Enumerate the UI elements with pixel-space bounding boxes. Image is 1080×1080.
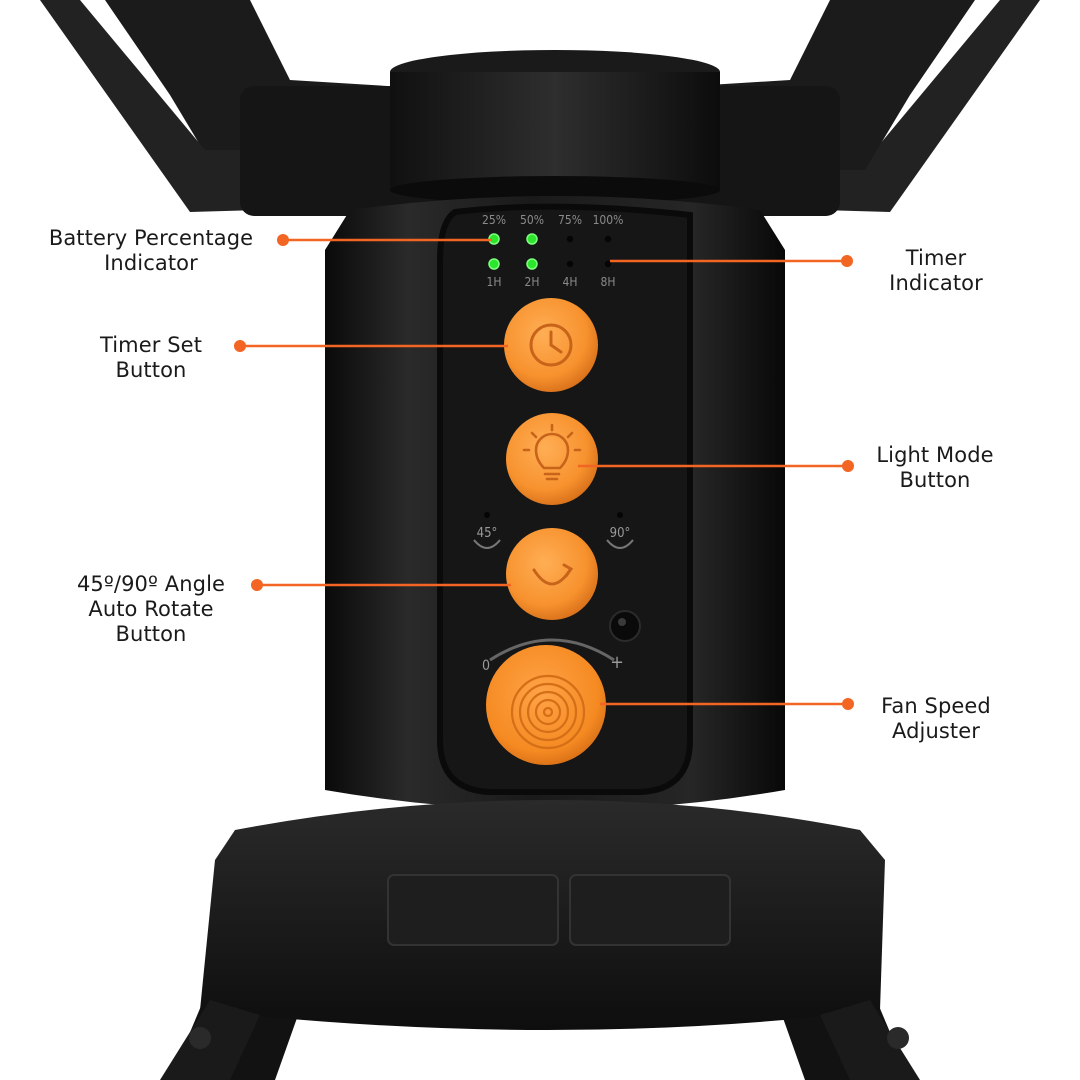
light-mode-callout-line2: Button	[899, 468, 971, 492]
angle-label-90: 90°	[610, 526, 631, 541]
timer-indicator-callout-line2: Indicator	[889, 271, 983, 295]
fan-speed-callout: Fan Speed Adjuster	[881, 694, 991, 744]
bulb-icon	[522, 423, 582, 481]
battery-led-row: 25% 50% 75% 100%	[482, 213, 624, 245]
angle-callout-line1: 45º/90º Angle	[76, 572, 226, 596]
tripod-base	[160, 800, 920, 1080]
concentric-rings-icon	[510, 674, 586, 750]
top-cap	[390, 50, 720, 204]
angle-callout-line3: Button	[115, 622, 187, 646]
timer-indicator-callout-line1: Timer	[905, 246, 967, 270]
timer-set-callout: Timer Set Button	[100, 333, 202, 383]
angle-callout-line2: Auto Rotate	[88, 597, 214, 621]
callout-lines	[234, 234, 854, 710]
angle-rotate-button[interactable]	[506, 528, 598, 620]
angle-indicator-90	[606, 512, 634, 549]
timer-label-0: 1H	[487, 275, 502, 289]
battery-led-3	[604, 235, 612, 243]
battery-callout-line2: Indicator	[104, 251, 198, 275]
battery-leader-dot	[277, 234, 289, 246]
timer-set-callout-line1: Timer Set	[99, 333, 203, 357]
timer-indicator-callout: Timer Indicator	[889, 246, 983, 296]
battery-callout: Battery Percentage Indicator	[49, 226, 253, 276]
battery-label-0: 25%	[482, 213, 506, 227]
fan-speed-leader-dot	[842, 698, 854, 710]
angle-label-45: 45°	[477, 526, 498, 541]
timer-label-2: 4H	[563, 275, 578, 289]
timer-set-button[interactable]	[504, 298, 598, 392]
timer-led-3	[604, 260, 612, 268]
angle-leader-dot	[251, 579, 263, 591]
light-mode-button[interactable]	[506, 413, 598, 505]
timer-led-0	[488, 258, 500, 270]
battery-led-1	[526, 233, 538, 245]
ir-sensor	[609, 610, 641, 642]
fan-speed-callout-line1: Fan Speed	[881, 694, 991, 718]
battery-label-3: 100%	[593, 213, 624, 227]
light-mode-callout: Light Mode Button	[876, 443, 993, 493]
battery-label-2: 75%	[558, 213, 582, 227]
battery-led-2	[566, 235, 574, 243]
clock-icon	[529, 323, 573, 367]
light-mode-leader-dot	[842, 460, 854, 472]
fan-speed-callout-line2: Adjuster	[892, 719, 980, 743]
timer-label-3: 8H	[601, 275, 616, 289]
angle-callout: 45º/90º Angle Auto Rotate Button	[77, 572, 225, 647]
speed-label-min: 0	[482, 658, 490, 674]
speed-label-max: +	[610, 652, 624, 673]
timer-indicator-leader-dot	[841, 255, 853, 267]
light-mode-callout-line1: Light Mode	[876, 443, 994, 467]
timer-led-2	[566, 260, 574, 268]
timer-label-1: 2H	[525, 275, 540, 289]
angle-indicator-45	[473, 512, 501, 549]
timer-set-callout-line2: Button	[115, 358, 187, 382]
battery-label-1: 50%	[520, 213, 544, 227]
fan-speed-knob[interactable]	[486, 638, 615, 765]
battery-callout-line1: Battery Percentage	[48, 226, 254, 250]
rotate-icon	[532, 563, 574, 586]
timer-led-row: 1H 2H 4H 8H	[487, 258, 616, 289]
timer-led-1	[526, 258, 538, 270]
timer-set-leader-dot	[234, 340, 246, 352]
